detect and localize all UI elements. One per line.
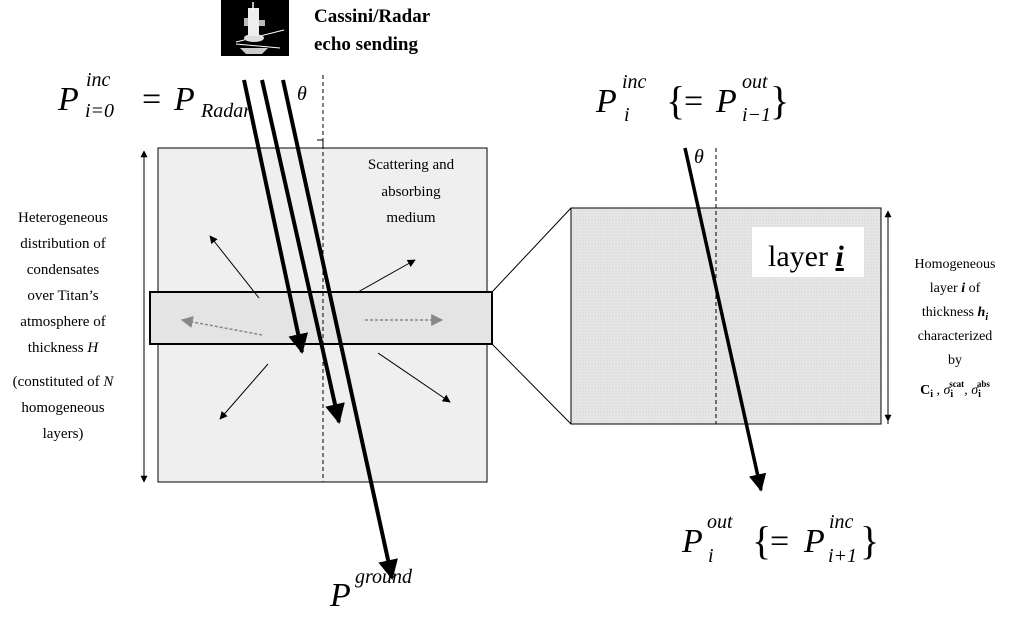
layer-beam [683, 147, 767, 492]
formula-p-inc-0: P inc i=0 = P Radar [57, 69, 251, 122]
incident-beam-2 [260, 79, 345, 424]
svg-text:ground: ground [355, 566, 413, 588]
zoom-line-bottom [491, 343, 572, 425]
atmosphere-description: Heterogeneous distribution of condensate… [13, 210, 115, 442]
medium-label-3: medium [386, 210, 435, 226]
formula-p-ground: P ground [329, 566, 413, 614]
svg-text:Ci , σiscat, σiabs: Ci , σiscat, σiabs [920, 379, 990, 400]
svg-text:P: P [329, 577, 351, 614]
svg-text:Heterogeneous: Heterogeneous [18, 210, 108, 226]
theta-left: θ [297, 83, 307, 105]
svg-text:i: i [624, 104, 630, 126]
svg-text:condensates: condensates [27, 262, 100, 278]
scatter-arrow-down-right [377, 352, 451, 403]
svg-text:atmosphere of: atmosphere of [20, 314, 105, 330]
svg-text:=: = [684, 83, 703, 120]
caption-line-1: Cassini/Radar [314, 6, 431, 27]
cassini-spacecraft-icon [221, 0, 289, 56]
svg-text:Radar: Radar [200, 100, 251, 122]
svg-text:distribution of: distribution of [20, 236, 105, 252]
svg-text:thickness H: thickness H [28, 340, 100, 356]
svg-text:thickness hi: thickness hi [922, 305, 988, 323]
svg-text:over Titan’s: over Titan’s [27, 288, 98, 304]
layer-label: layer i [768, 240, 844, 273]
svg-text:by: by [948, 353, 962, 368]
svg-text:out: out [707, 511, 733, 533]
svg-text:Homogeneous: Homogeneous [915, 257, 996, 272]
svg-text:{: { [752, 518, 771, 563]
caption-line-2: echo sending [314, 34, 418, 55]
svg-text:=: = [770, 523, 789, 560]
incident-beam-1 [242, 79, 309, 354]
svg-text:P: P [681, 523, 703, 560]
svg-text:{: { [666, 78, 685, 123]
zoom-line-top [491, 207, 572, 293]
svg-text:out: out [742, 71, 768, 93]
svg-text:}: } [770, 78, 789, 123]
svg-text:P: P [173, 81, 195, 118]
svg-text:P: P [595, 83, 617, 120]
svg-text:P: P [715, 83, 737, 120]
svg-text:inc: inc [829, 511, 854, 533]
svg-text:layer i of: layer i of [930, 281, 981, 296]
svg-text:P: P [57, 81, 79, 118]
svg-text:i+1: i+1 [828, 545, 857, 567]
scatter-arrow-down-left [219, 363, 269, 420]
theta-right: θ [694, 146, 704, 168]
formula-p-out-i: P out i { = P inc i+1 } [681, 511, 879, 567]
svg-text:i=0: i=0 [85, 100, 114, 122]
svg-text:inc: inc [622, 71, 647, 93]
svg-text:i: i [708, 545, 714, 567]
formula-p-inc-i: P inc i { = P out i−1 } [595, 71, 789, 126]
scatter-arrow-up-left [209, 235, 260, 299]
incident-beam-3 [281, 79, 398, 580]
right-angle-mark [317, 139, 324, 148]
layer-description: Homogeneous layer i of thickness hi char… [915, 257, 996, 400]
svg-text:=: = [142, 81, 161, 118]
svg-text:i−1: i−1 [742, 104, 771, 126]
svg-text:homogeneous: homogeneous [21, 400, 104, 416]
svg-text:characterized: characterized [918, 329, 993, 344]
scatter-arrow-up-right [357, 259, 416, 293]
svg-text:inc: inc [86, 69, 111, 91]
medium-label-2: absorbing [381, 184, 441, 200]
svg-text:layers): layers) [43, 426, 84, 442]
scatter-arrow-left [180, 316, 263, 336]
svg-text:(constituted of N: (constituted of N [13, 374, 115, 390]
svg-text:}: } [860, 518, 879, 563]
medium-label-1: Scattering and [368, 157, 455, 173]
layer-label-background [752, 227, 864, 277]
svg-text:P: P [803, 523, 825, 560]
